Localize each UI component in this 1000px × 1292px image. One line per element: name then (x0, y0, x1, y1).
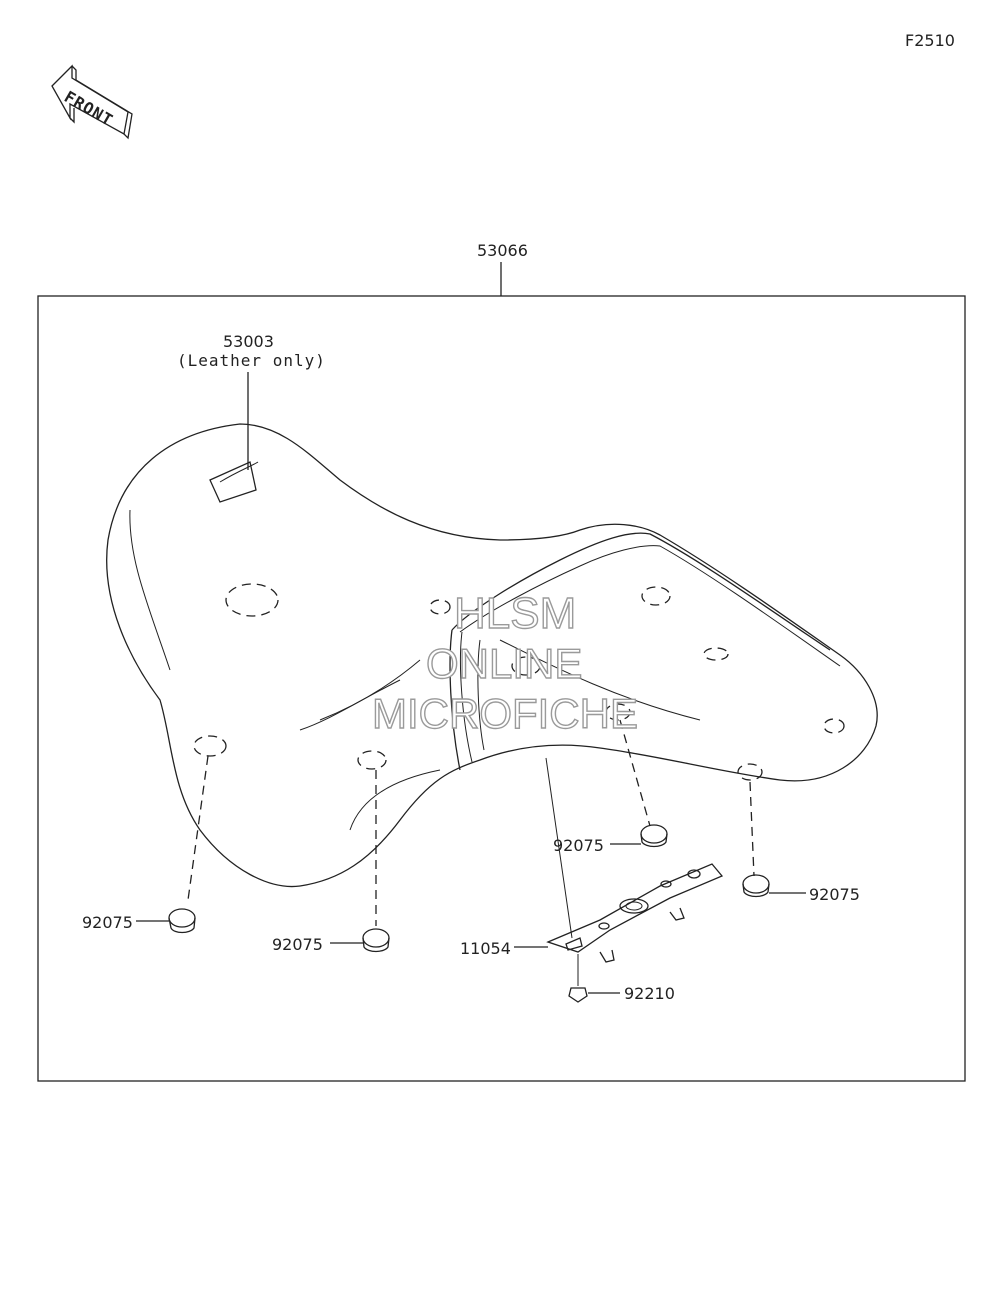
assembly-frame (37, 295, 966, 1082)
label-sticker-part-number: 53003 (223, 332, 274, 351)
bracket-part-number: 11054 (460, 939, 511, 958)
leather-label-sticker (209, 461, 259, 503)
figure-code: F2510 (905, 31, 955, 50)
watermark-line-2: ONLINE (426, 640, 582, 687)
damper-rear-right-part-number: 92075 (809, 885, 860, 904)
nut (568, 954, 620, 1003)
damper-front-left-part-number: 92075 (82, 913, 133, 932)
front-arrow-label: FRONT (61, 87, 117, 130)
seat-drawing (106, 423, 878, 888)
damper-rear-right (742, 781, 806, 898)
damper-front-mid (330, 770, 390, 953)
damper-front-mid-part-number: 92075 (272, 935, 323, 954)
seat-mounting-holes (193, 583, 845, 781)
watermark-line-3: MICROFICHE (372, 690, 638, 737)
watermark: HLSM ONLINE MICROFICHE (371, 588, 638, 737)
damper-front-left (136, 755, 209, 934)
watermark-line-1: HLSM (454, 589, 576, 638)
assembly-part-number: 53066 (477, 241, 528, 260)
damper-rear-mid (610, 719, 668, 848)
label-sticker-note: (Leather only) (177, 351, 326, 370)
seat-bracket (514, 757, 724, 963)
damper-rear-mid-part-number: 92075 (553, 836, 604, 855)
front-arrow-icon: FRONT (51, 64, 133, 140)
nut-part-number: 92210 (624, 984, 675, 1003)
